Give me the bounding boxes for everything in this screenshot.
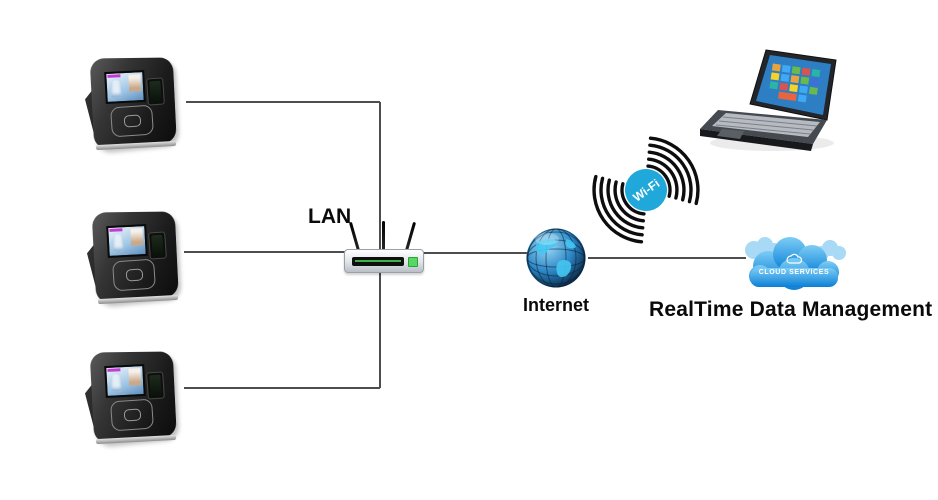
lan-label: LAN xyxy=(308,205,352,228)
lan-router-icon xyxy=(342,219,424,275)
wifi-signal-icon: Wi-Fi xyxy=(592,136,700,244)
card-reader-zone xyxy=(112,258,156,292)
router-body xyxy=(344,249,424,273)
attendance-terminal-3 xyxy=(84,350,186,446)
card-reader-zone xyxy=(110,398,154,432)
cloud-services-label: CLOUD SERVICES xyxy=(759,269,830,276)
cloud-services-icon: CLOUD SERVICES xyxy=(745,237,846,290)
camera-panel-icon xyxy=(146,77,165,106)
attendance-terminal-2 xyxy=(86,210,188,306)
terminal-screen xyxy=(106,223,148,259)
terminal-screen xyxy=(104,363,146,399)
realtime-caption: RealTime Data Management xyxy=(649,298,933,321)
internet-label: Internet xyxy=(522,295,589,315)
router-antenna xyxy=(382,221,385,254)
camera-panel-icon xyxy=(148,231,167,260)
laptop-icon xyxy=(700,49,837,151)
mini-cloud-icon xyxy=(786,253,803,264)
attendance-terminal-1 xyxy=(84,56,186,152)
internet-globe-icon xyxy=(526,228,586,288)
terminal-screen xyxy=(104,69,146,105)
router-led xyxy=(408,257,418,267)
camera-panel-icon xyxy=(146,371,165,400)
card-reader-zone xyxy=(110,104,154,138)
router-front-panel xyxy=(352,257,404,266)
